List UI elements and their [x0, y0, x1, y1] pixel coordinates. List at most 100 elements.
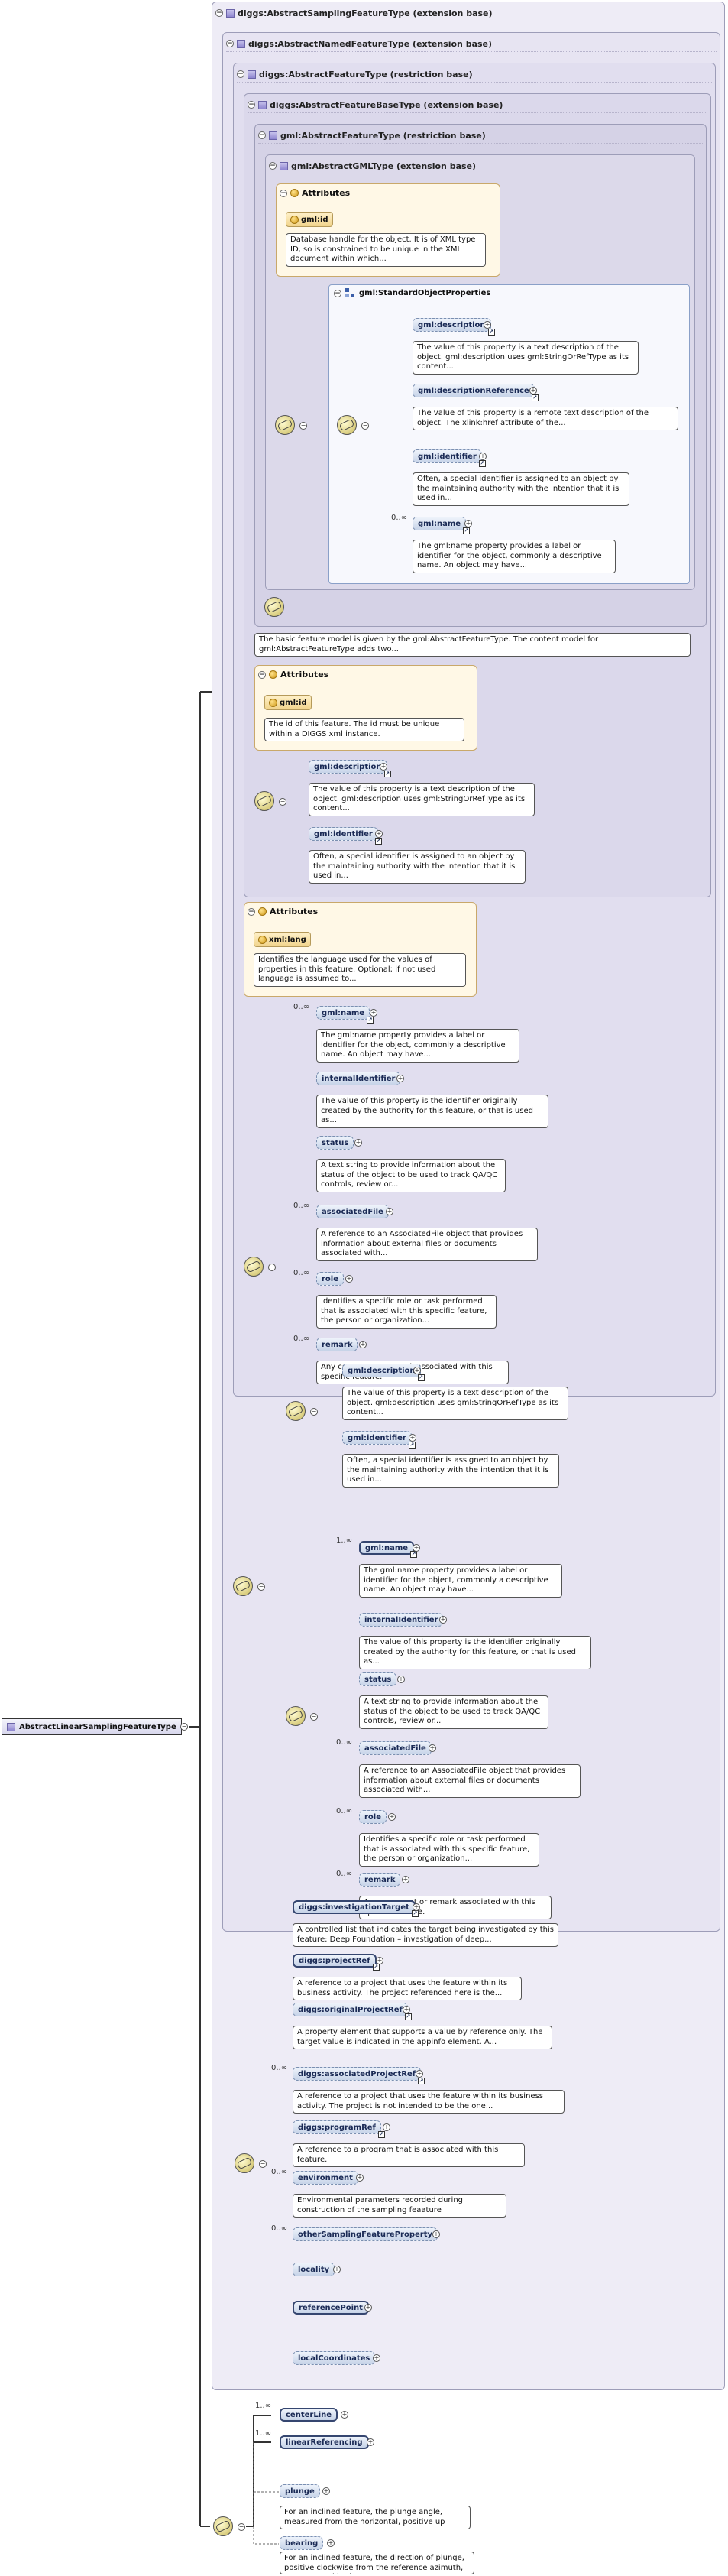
element-associated-file[interactable]: associatedFile — [316, 1205, 389, 1218]
element-center-line[interactable]: centerLine — [280, 2408, 338, 2422]
element-program-ref[interactable]: diggs:programRef↗ — [293, 2120, 385, 2138]
sequence-compositor[interactable] — [244, 1257, 264, 1277]
element-project-ref[interactable]: diggs:projectRef↗ — [293, 1954, 380, 1971]
collapse-icon[interactable]: − — [258, 670, 266, 679]
expand-icon[interactable]: + — [322, 2487, 330, 2495]
element-gml-name[interactable]: gml:name↗ — [413, 517, 471, 534]
expand-icon[interactable]: + — [380, 763, 387, 771]
element-associated-project-ref[interactable]: diggs:associatedProjectRef↗ — [293, 2067, 425, 2084]
element-environment[interactable]: environment — [293, 2171, 358, 2185]
expand-icon[interactable]: + — [484, 321, 491, 329]
element-role[interactable]: role — [359, 1810, 387, 1824]
element-gml-description-reference[interactable]: gml:descriptionReference↗ — [413, 384, 539, 401]
sequence-compositor[interactable] — [235, 2153, 254, 2173]
element-gml-name[interactable]: gml:name↗ — [316, 1006, 374, 1024]
expand-icon[interactable]: + — [341, 2411, 348, 2419]
collapse-icon[interactable]: − — [215, 9, 223, 17]
element-gml-identifier[interactable]: gml:identifier↗ — [309, 827, 382, 845]
expand-icon[interactable]: + — [529, 387, 537, 394]
collapse-icon[interactable]: − — [268, 1264, 276, 1271]
sequence-compositor[interactable] — [286, 1401, 306, 1421]
collapse-icon[interactable]: − — [226, 40, 234, 47]
expand-icon[interactable]: + — [439, 1616, 447, 1624]
element-original-project-ref[interactable]: diggs:originalProjectRef↗ — [293, 2003, 412, 2020]
attr-gml-id[interactable]: gml:id — [286, 212, 333, 227]
attr-gml-id[interactable]: gml:id — [264, 695, 312, 710]
collapse-icon[interactable]: − — [279, 798, 286, 806]
sequence-compositor[interactable] — [275, 415, 295, 435]
element-locality[interactable]: locality — [293, 2263, 335, 2276]
element-reference-point[interactable]: referencePoint — [293, 2301, 369, 2315]
expand-icon[interactable]: + — [356, 2174, 364, 2182]
sequence-compositor[interactable] — [286, 1706, 306, 1726]
element-bearing[interactable]: bearing — [280, 2536, 324, 2550]
expand-icon[interactable]: + — [416, 2070, 423, 2078]
element-remark[interactable]: remark — [316, 1338, 358, 1351]
element-gml-description[interactable]: gml:description↗ — [413, 318, 495, 336]
element-gml-description[interactable]: gml:description↗ — [309, 760, 391, 777]
sequence-compositor[interactable] — [254, 791, 274, 811]
element-status[interactable]: status — [359, 1672, 397, 1686]
ext-header[interactable]: −diggs:AbstractFeatureBaseType (extensio… — [248, 99, 503, 111]
attr-xml-lang[interactable]: xml:lang — [254, 932, 311, 947]
ext-header[interactable]: −diggs:AbstractNamedFeatureType (extensi… — [226, 37, 492, 50]
expand-icon[interactable]: + — [327, 2539, 335, 2547]
collapse-icon[interactable]: − — [237, 70, 244, 78]
element-status[interactable]: status — [316, 1136, 354, 1150]
element-plunge[interactable]: plunge — [280, 2484, 320, 2498]
expand-icon[interactable]: + — [432, 2230, 440, 2238]
expand-icon[interactable]: + — [383, 2123, 390, 2131]
expand-icon[interactable]: + — [359, 1341, 367, 1348]
sequence-compositor[interactable] — [337, 415, 357, 435]
element-associated-file[interactable]: associatedFile — [359, 1741, 432, 1755]
expand-icon[interactable]: + — [402, 1876, 409, 1883]
ext-header[interactable]: −gml:AbstractFeatureType (restriction ba… — [258, 129, 486, 141]
attributes-header[interactable]: −Attributes — [248, 907, 318, 917]
sequence-compositor[interactable] — [213, 2516, 233, 2536]
expand-icon[interactable]: + — [403, 2006, 410, 2013]
expand-icon[interactable]: + — [388, 1813, 396, 1821]
expand-icon[interactable]: + — [376, 1957, 383, 1964]
element-gml-name[interactable]: gml:name↗ — [359, 1541, 418, 1558]
expand-icon[interactable]: + — [367, 2438, 374, 2446]
expand-icon[interactable]: + — [464, 520, 472, 527]
collapse-icon[interactable]: − — [258, 131, 266, 139]
element-internal-identifier[interactable]: internalIdentifier — [359, 1613, 444, 1627]
expand-icon[interactable]: + — [354, 1139, 362, 1147]
ext-header[interactable]: −diggs:AbstractSamplingFeatureType (exte… — [215, 7, 493, 19]
collapse-icon[interactable]: − — [310, 1408, 318, 1416]
expand-icon[interactable]: + — [345, 1275, 353, 1283]
expand-icon[interactable]: + — [413, 1544, 420, 1552]
collapse-icon[interactable]: − — [334, 289, 341, 297]
collapse-icon[interactable]: − — [280, 189, 287, 197]
expand-icon[interactable]: + — [364, 2304, 372, 2312]
attributes-header[interactable]: −Attributes — [258, 670, 328, 680]
element-internal-identifier[interactable]: internalIdentifier — [316, 1072, 401, 1085]
element-gml-description[interactable]: gml:description↗ — [342, 1364, 425, 1381]
element-gml-identifier[interactable]: gml:identifier↗ — [342, 1431, 416, 1449]
expand-icon[interactable]: + — [386, 1208, 393, 1215]
collapse-icon[interactable]: − — [299, 422, 307, 430]
collapse-icon[interactable]: − — [248, 907, 255, 916]
ext-header[interactable]: −diggs:AbstractFeatureType (restriction … — [237, 68, 473, 80]
expand-icon[interactable]: + — [479, 453, 487, 460]
collapse-icon[interactable]: − — [257, 1583, 265, 1591]
expand-icon[interactable]: + — [375, 830, 383, 838]
collapse-icon[interactable]: − — [259, 2160, 267, 2168]
sequence-compositor[interactable] — [233, 1576, 253, 1596]
expand-icon[interactable]: + — [370, 1009, 377, 1017]
group-header[interactable]: −gml:StandardObjectProperties — [334, 288, 490, 298]
element-role[interactable]: role — [316, 1272, 345, 1286]
collapse-icon[interactable]: − — [310, 1713, 318, 1721]
collapse-icon[interactable]: − — [248, 101, 255, 109]
root-type-abstract-linear-sampling-feature[interactable]: AbstractLinearSamplingFeatureType — [2, 1718, 182, 1735]
collapse-icon[interactable]: − — [238, 2523, 245, 2531]
expand-icon[interactable]: + — [333, 2266, 341, 2273]
element-linear-referencing[interactable]: linearReferencing — [280, 2435, 369, 2449]
expand-icon[interactable]: + — [409, 1434, 416, 1442]
attributes-header[interactable]: −Attributes — [280, 188, 350, 198]
ext-header[interactable]: −gml:AbstractGMLType (extension base) — [269, 160, 476, 172]
element-other-sampling-feature-property[interactable]: otherSamplingFeatureProperty — [293, 2227, 438, 2241]
sequence-compositor[interactable] — [264, 597, 284, 617]
expand-icon[interactable]: + — [429, 1744, 436, 1752]
